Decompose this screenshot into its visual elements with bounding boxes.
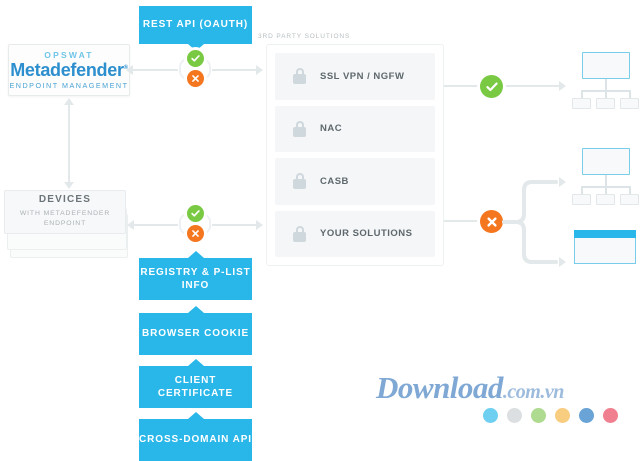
network-drop	[581, 90, 583, 98]
devices-stack-sheet-1: DEVICES WITH METADEFENDER ENDPOINT	[4, 190, 126, 234]
connector-panel-to-allow	[444, 85, 478, 87]
method-label: REGISTRY & P-LIST INFO	[140, 266, 251, 292]
lock-icon	[293, 225, 306, 242]
window-title-bar	[574, 230, 636, 238]
network-leaf-node	[620, 194, 639, 205]
network-leaf-node	[596, 98, 615, 109]
watermark-dot	[483, 408, 498, 423]
watermark-dot	[507, 408, 522, 423]
arrow-right-panel-bottom	[256, 220, 263, 230]
watermark-dots	[483, 408, 618, 423]
third-party-label: 3RD PARTY SOLUTIONS	[258, 33, 351, 40]
rest-api-label: REST API (OAUTH)	[142, 19, 249, 31]
arrow-right-deny-upper	[559, 177, 566, 187]
network-leaf-node	[620, 98, 639, 109]
method-box-registry[interactable]: REGISTRY & P-LIST INFO	[139, 251, 252, 300]
connector-panel-to-deny	[444, 220, 478, 222]
solution-row-your-solutions[interactable]: YOUR SOLUTIONS	[275, 210, 435, 257]
trademark-mark: ®	[123, 64, 128, 71]
arrow-right-allow	[559, 81, 566, 91]
connector-top-to-panel	[212, 69, 258, 71]
third-party-panel: SSL VPN / NGFW NAC CASB YOUR SOLUTIONS	[266, 44, 444, 266]
network-drop	[581, 186, 583, 194]
solution-label: SSL VPN / NGFW	[320, 70, 405, 82]
status-badge-pair-bottom	[178, 205, 212, 243]
brand-tagline: ENDPOINT MANAGEMENT	[9, 80, 129, 90]
allow-check-circle-icon	[480, 75, 503, 98]
method-label: BROWSER COOKIE	[141, 328, 250, 340]
connector-devices-right	[134, 224, 178, 226]
notch-up-icon	[187, 306, 204, 313]
watermark: Download.com.vn	[376, 372, 626, 423]
connector-bottom-to-panel	[212, 224, 258, 226]
solution-row-nac[interactable]: NAC	[275, 105, 435, 152]
x-circle-icon	[187, 70, 204, 87]
deny-x-circle-icon	[480, 210, 503, 233]
arrow-left-logo	[126, 65, 133, 75]
solution-row-casb[interactable]: CASB	[275, 158, 435, 205]
connector-logo-devices	[68, 104, 70, 182]
window-body	[574, 238, 636, 264]
check-circle-icon	[187, 205, 204, 222]
network-drop	[629, 186, 631, 194]
lock-icon	[293, 173, 306, 190]
solution-row-ssl-vpn[interactable]: SSL VPN / NGFW	[275, 53, 435, 100]
network-diagram-allowed	[572, 52, 639, 114]
solution-label: NAC	[320, 123, 343, 135]
arrow-right-panel-top	[256, 65, 263, 75]
brand-vendor: OPSWAT	[44, 50, 94, 61]
status-badge-pair-top	[178, 50, 212, 88]
solution-label: YOUR SOLUTIONS	[320, 228, 413, 240]
deny-branch-connector	[502, 180, 558, 264]
arrow-up-logo	[64, 98, 74, 105]
network-drop	[629, 90, 631, 98]
method-box-cross-domain-api[interactable]: CROSS-DOMAIN API	[139, 412, 252, 461]
opswat-logo-card: OPSWAT Metadefender® ENDPOINT MANAGEMENT	[8, 44, 130, 96]
check-circle-icon	[187, 50, 204, 67]
lock-icon	[293, 68, 306, 85]
devices-card: DEVICES WITH METADEFENDER ENDPOINT	[4, 190, 134, 262]
network-leaf-node	[572, 194, 591, 205]
network-root-node	[582, 52, 630, 79]
network-leaf-node	[596, 194, 615, 205]
arrow-left-devices	[127, 220, 134, 230]
watermark-name: Download	[376, 370, 503, 405]
arrow-right-deny-lower	[559, 257, 566, 267]
connector-allow-to-network	[506, 85, 562, 87]
devices-title: DEVICES	[38, 194, 92, 206]
method-box-browser-cookie[interactable]: BROWSER COOKIE	[139, 306, 252, 355]
watermark-tld: .com.vn	[502, 381, 564, 403]
notch-up-icon	[187, 251, 204, 258]
devices-subtitle: WITH METADEFENDER ENDPOINT	[19, 210, 111, 227]
watermark-dot	[603, 408, 618, 423]
watermark-text: Download.com.vn	[376, 372, 626, 403]
watermark-dot	[555, 408, 570, 423]
method-label: CROSS-DOMAIN API	[139, 434, 252, 446]
notch-up-icon	[187, 412, 204, 419]
method-box-client-certificate[interactable]: CLIENT CERTIFICATE	[139, 359, 252, 408]
network-drop	[605, 90, 607, 98]
connector-logo-right	[130, 69, 178, 71]
notch-down-icon	[187, 44, 204, 51]
notch-up-icon	[187, 359, 204, 366]
network-diagram-denied	[572, 148, 639, 210]
quarantine-window	[574, 230, 636, 264]
network-root-node	[582, 148, 630, 175]
arrow-down-devices	[64, 182, 74, 189]
x-circle-icon	[187, 225, 204, 242]
method-label: CLIENT CERTIFICATE	[157, 374, 234, 400]
network-drop	[605, 186, 607, 194]
solution-label: CASB	[320, 175, 349, 187]
network-leaf-node	[572, 98, 591, 109]
rest-api-box[interactable]: REST API (OAUTH)	[139, 6, 252, 51]
watermark-dot	[579, 408, 594, 423]
lock-icon	[293, 120, 306, 137]
watermark-dot	[531, 408, 546, 423]
brand-product: Metadefender®	[10, 59, 128, 80]
